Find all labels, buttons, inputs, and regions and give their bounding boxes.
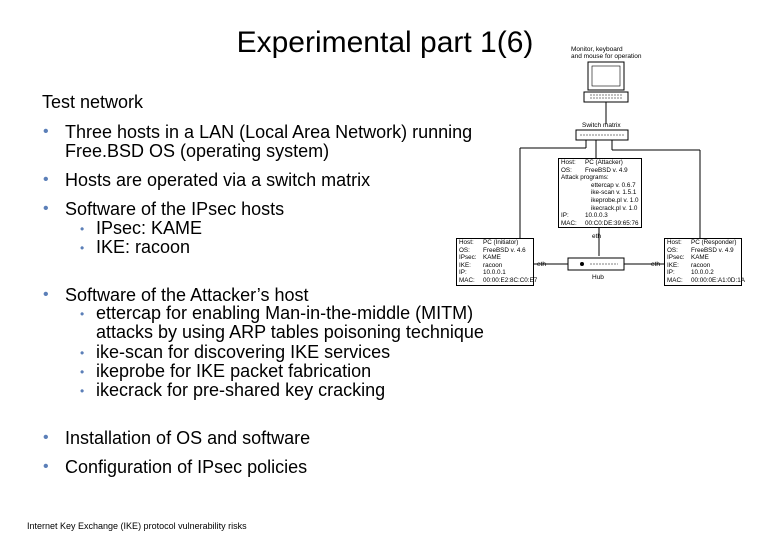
attacker-info-value: 10.0.0.3: [585, 212, 608, 220]
responder-info-key: IP:: [667, 269, 675, 277]
attacker-info-row: ike-scan v. 1.5.1: [559, 189, 641, 197]
bullet-ipsec-software: Software of the IPsec hosts: [43, 199, 284, 219]
responder-info-key: IKE:: [667, 261, 679, 269]
sub-bullet-racoon: IKE: racoon: [80, 237, 190, 258]
eth-label-attacker: eth: [592, 233, 602, 240]
attacker-info-key: MAC:: [561, 219, 577, 227]
sub-bullet-ettercap: ettercap for enabling Man-in-the-middle …: [80, 303, 473, 324]
responder-info-row: IKE: racoon: [665, 262, 741, 270]
attacker-info-row: MAC: 00:C0:DE:39:65:76: [559, 220, 641, 228]
initiator-info-value: racoon: [483, 261, 503, 269]
eth-label-initiator: eth: [537, 261, 547, 268]
initiator-info-key: IKE:: [459, 261, 471, 269]
bullet-attacker-software: Software of the Attacker’s host: [43, 285, 309, 305]
initiator-info-row: IP: 10.0.0.1: [457, 269, 533, 277]
responder-info-value: KAME: [691, 254, 709, 262]
attacker-info-row: Host: PC (Attacker): [559, 159, 641, 167]
switch-matrix-label: Switch matrix: [582, 122, 621, 129]
initiator-info-value: PC (Initiator): [483, 239, 519, 246]
attacker-info-key: Attack programs:: [561, 174, 609, 182]
bullet-hosts-lan: Three hosts in a LAN (Local Area Network…: [43, 122, 472, 142]
initiator-info-row: IPsec: KAME: [457, 254, 533, 262]
bullet-configuration: Configuration of IPsec policies: [43, 457, 307, 477]
responder-info-key: Host:: [667, 239, 682, 246]
attacker-info-row: Attack programs:: [559, 174, 641, 182]
attacker-info-value: ettercap v. 0.6.7: [591, 181, 636, 189]
responder-info-row: Host: PC (Responder): [665, 239, 741, 247]
responder-info-key: MAC:: [667, 276, 683, 284]
hub-icon: [567, 257, 625, 271]
initiator-info-value: FreeBSD v. 4.6: [483, 246, 526, 254]
initiator-info-key: OS:: [459, 246, 470, 254]
attacker-info-value: PC (Attacker): [585, 159, 623, 166]
sub-bullet-kame: IPsec: KAME: [80, 218, 202, 239]
switch-matrix-icon: [575, 129, 629, 141]
attacker-info-value: ikecrack.pl v. 1.0: [591, 204, 638, 212]
eth-label-responder: eth: [651, 261, 661, 268]
bullet-installation: Installation of OS and software: [43, 428, 310, 448]
bullet-hosts-lan-cont: Free.BSD OS (operating system): [65, 141, 330, 161]
initiator-info-key: MAC:: [459, 276, 475, 284]
initiator-info-row: IKE: racoon: [457, 262, 533, 270]
attacker-info-row: OS: FreeBSD v. 4.9: [559, 167, 641, 175]
responder-info-value: PC (Responder): [691, 239, 737, 246]
responder-info-row: OS: FreeBSD v. 4.9: [665, 247, 741, 255]
sub-bullet-ikeprobe: ikeprobe for IKE packet fabrication: [80, 361, 371, 382]
attacker-info-key: Host:: [561, 159, 576, 166]
responder-info-row: MAC: 00:00:0E:A1:0D:1A: [665, 276, 745, 285]
attacker-info-key: [559, 189, 585, 197]
responder-info-value: FreeBSD v. 4.9: [691, 246, 734, 254]
initiator-info-value: KAME: [483, 254, 501, 262]
responder-info-row: IPsec: KAME: [665, 254, 741, 262]
attacker-info-value: [609, 174, 641, 182]
responder-info-key: IPsec:: [667, 254, 685, 262]
attacker-info-key: [559, 182, 585, 190]
responder-info-row: IP: 10.0.0.2: [665, 269, 741, 277]
attacker-info-row: ikecrack.pl v. 1.0: [559, 205, 641, 213]
initiator-info-row: Host: PC (Initiator): [457, 239, 533, 247]
attacker-info-value: ike-scan v. 1.5.1: [591, 189, 637, 197]
attacker-info-key: [559, 205, 585, 213]
attacker-info-value: 00:C0:DE:39:65:76: [585, 219, 639, 227]
initiator-info-key: IP:: [459, 269, 467, 277]
sub-bullet-ikecrack: ikecrack for pre-shared key cracking: [80, 380, 385, 401]
attacker-info-value: FreeBSD v. 4.9: [585, 166, 628, 174]
heading-test-network: Test network: [42, 92, 144, 112]
initiator-info-key: Host:: [459, 239, 474, 246]
responder-info-value: racoon: [691, 261, 711, 269]
monitor-icon: [583, 61, 629, 103]
attacker-info-value: ikeprobe.pl v. 1.0: [591, 196, 639, 204]
attacker-info-key: IP:: [561, 212, 569, 220]
responder-info-value: 10.0.0.2: [691, 269, 714, 277]
initiator-info-row: OS: FreeBSD v. 4.6: [457, 247, 533, 255]
attacker-info-key: [559, 197, 585, 205]
attacker-info-row: ettercap v. 0.6.7: [559, 182, 641, 190]
initiator-info-row: MAC: 00:00:E2:8C:C0:E7: [457, 276, 537, 285]
initiator-info-value: 10.0.0.1: [483, 269, 506, 277]
initiator-info-value: 00:00:E2:8C:C0:E7: [483, 276, 538, 284]
hub-label: Hub: [592, 274, 604, 281]
slide-title: Experimental part 1(6): [236, 26, 534, 59]
attacker-info-key: OS:: [561, 166, 572, 174]
sub-bullet-ike-scan: ike-scan for discovering IKE services: [80, 342, 390, 363]
responder-info-value: 00:00:0E:A1:0D:1A: [691, 276, 745, 284]
bullet-switch-matrix: Hosts are operated via a switch matrix: [43, 170, 370, 190]
initiator-info-key: IPsec:: [459, 254, 477, 262]
responder-info-key: OS:: [667, 246, 678, 254]
sub-bullet-ettercap-cont: attacks by using ARP tables poisoning te…: [96, 322, 484, 342]
slide-footer: Internet Key Exchange (IKE) protocol vul…: [27, 521, 247, 531]
attacker-info-row: ikeprobe.pl v. 1.0: [559, 197, 641, 205]
attacker-info-row: IP: 10.0.0.3: [559, 212, 641, 220]
